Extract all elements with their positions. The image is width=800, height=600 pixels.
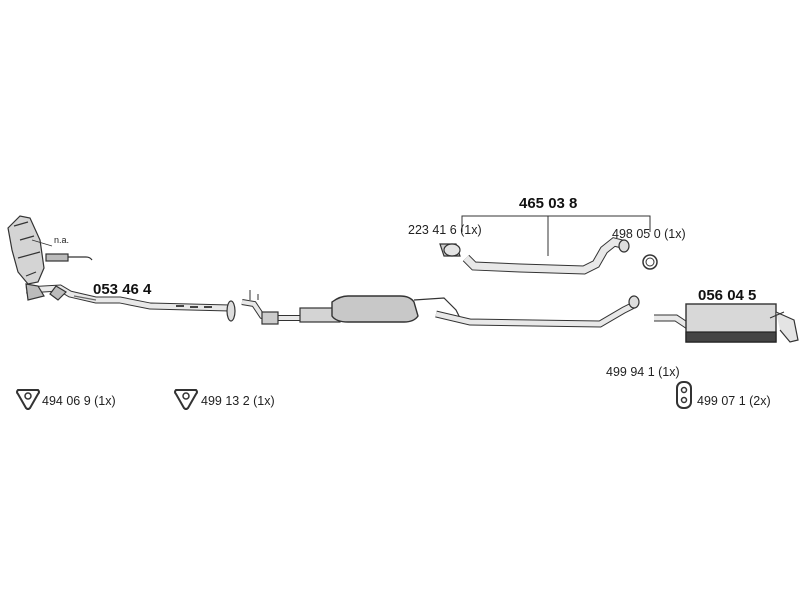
accessory-clamp-center: 223 41 6 (1x) <box>408 223 482 237</box>
part-number-center-pipe-set: 465 03 8 <box>519 195 578 212</box>
accessory-gasket-middle: 499 13 2 (1x) <box>201 394 275 408</box>
rear-silencer <box>654 303 799 343</box>
accessory-hanger-rear: 499 94 1 (1x) <box>606 365 680 379</box>
part-number-front-pipe: 053 46 4 <box>93 281 152 298</box>
accessory-gasket-front: 494 06 9 (1x) <box>42 394 116 408</box>
accessory-rubber-rear: 499 07 1 (2x) <box>697 394 771 408</box>
front-pipe <box>25 283 236 322</box>
catalytic-converter <box>7 215 45 285</box>
triangle-gasket-icon <box>16 389 40 410</box>
center-pipe-upper <box>462 237 630 275</box>
lambda-sensor <box>31 239 93 262</box>
not-available-note: n.a. <box>54 235 70 245</box>
ring-clamp-icon <box>642 254 658 270</box>
triangle-gasket-icon <box>174 389 198 410</box>
clamp-icon <box>439 243 461 257</box>
part-number-rear-silencer: 056 04 5 <box>698 287 757 304</box>
part-bracket <box>461 215 651 256</box>
rubber-mount-icon <box>676 381 692 409</box>
accessory-ring-center: 498 05 0 (1x) <box>612 227 686 241</box>
center-pipe <box>241 290 640 328</box>
